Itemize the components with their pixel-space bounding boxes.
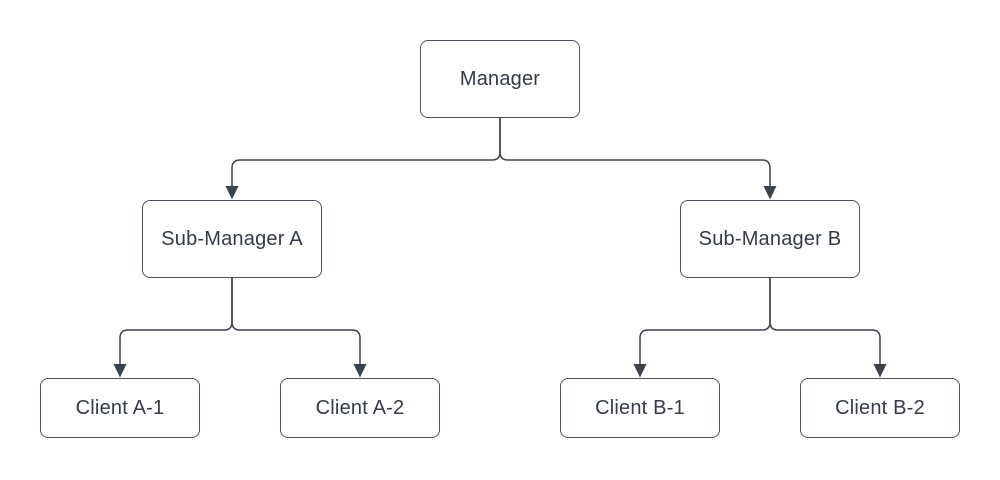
arrowhead-icon [873,364,887,378]
node-client-b-2[interactable]: Client B-2 [800,378,960,438]
node-sub-manager-a[interactable]: Sub-Manager A [142,200,322,278]
node-manager[interactable]: Manager [420,40,580,118]
connector-line [119,278,233,366]
connector-line [231,278,361,366]
connector-line [769,278,881,366]
node-sub-manager-b[interactable]: Sub-Manager B [680,200,860,278]
node-client-b-1[interactable]: Client B-1 [560,378,720,438]
connector-line [499,118,771,188]
edge-sub-manager-b-to-client-b-1 [633,278,771,378]
edge-manager-to-sub-manager-b [499,118,777,200]
node-label-client-b-2: Client B-2 [835,397,925,419]
edge-sub-manager-a-to-client-a-1 [113,278,233,378]
node-label-client-a-1: Client A-1 [75,397,165,419]
arrowhead-icon [225,186,239,200]
edge-sub-manager-b-to-client-b-2 [769,278,887,378]
arrowhead-icon [763,186,777,200]
edge-manager-to-sub-manager-a [225,118,501,200]
arrowhead-icon [633,364,647,378]
node-label-client-a-2: Client A-2 [315,397,405,419]
node-label-sub-manager-b: Sub-Manager B [698,228,842,250]
connector-line [231,118,501,188]
arrowhead-icon [353,364,367,378]
node-label-sub-manager-a: Sub-Manager A [161,228,303,250]
edge-sub-manager-a-to-client-a-2 [231,278,367,378]
arrowhead-icon [113,364,127,378]
node-label-client-b-1: Client B-1 [595,397,685,419]
node-label-manager: Manager [459,68,541,90]
node-client-a-1[interactable]: Client A-1 [40,378,200,438]
connector-line [639,278,771,366]
node-client-a-2[interactable]: Client A-2 [280,378,440,438]
